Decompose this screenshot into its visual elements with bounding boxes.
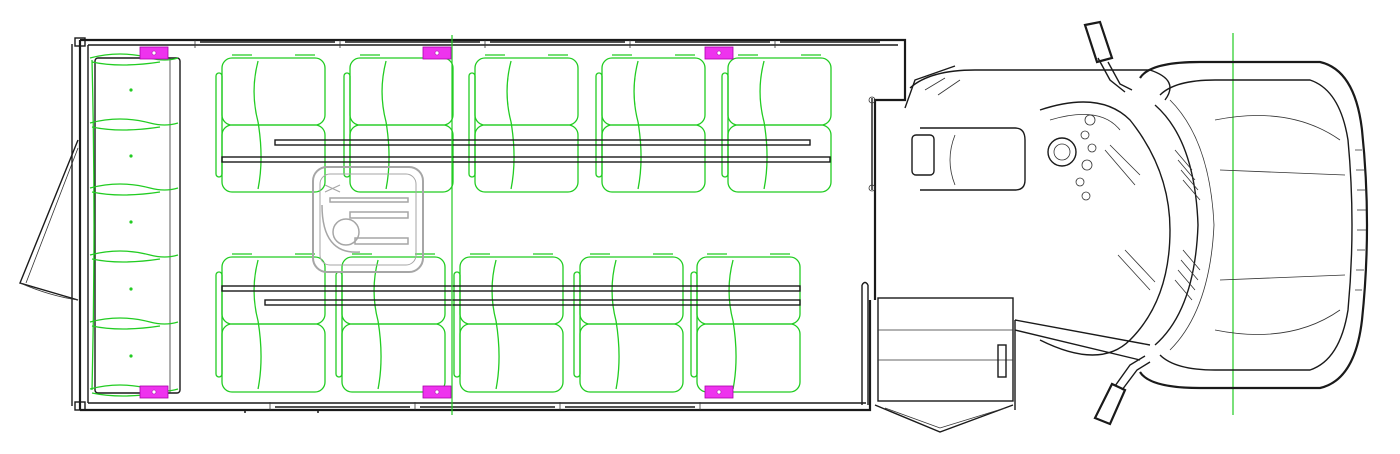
lower-seat-rows <box>215 253 801 393</box>
rear-seat-position <box>129 354 133 358</box>
mirror-icon <box>1083 20 1133 93</box>
seat-lower <box>690 253 801 393</box>
rear-bench-belt <box>91 126 161 131</box>
rear-bench-belt <box>91 61 161 66</box>
rear-seat-position <box>129 220 133 224</box>
seat-lower <box>335 253 446 393</box>
securement-anchor-points <box>139 46 734 399</box>
seat-upper <box>343 54 454 193</box>
upper-seat-rows <box>215 54 832 193</box>
rear-bench-belt <box>89 183 179 191</box>
vehicle-front <box>1139 60 1369 390</box>
steering-wheel-icon <box>1047 137 1077 167</box>
seat-lower <box>573 253 684 393</box>
rear-bench-belt <box>91 325 161 330</box>
wheelchair-securement-icon <box>312 166 424 273</box>
rear-seat-position <box>129 154 133 158</box>
seat-lower <box>453 253 564 393</box>
seat-upper <box>215 54 326 193</box>
mirror-icon <box>1093 355 1151 426</box>
rear-bench-belt <box>89 250 179 258</box>
seat-lower <box>215 253 326 393</box>
seat-upper <box>468 54 579 193</box>
rear-seat-position <box>129 287 133 291</box>
rear-bench-belt <box>89 118 179 126</box>
driver-area <box>904 65 1171 410</box>
rear-bench-belt <box>89 317 179 325</box>
rear-bench-seat <box>89 53 181 397</box>
door-icon <box>861 96 1014 433</box>
seat-upper <box>721 54 832 193</box>
rear-seat-position <box>129 88 133 92</box>
bus-body-outline <box>19 37 907 413</box>
rear-bench-belt <box>91 258 161 263</box>
seat-upper <box>595 54 706 193</box>
seat-track-rails <box>221 139 831 306</box>
rear-bench-belt <box>91 191 161 196</box>
